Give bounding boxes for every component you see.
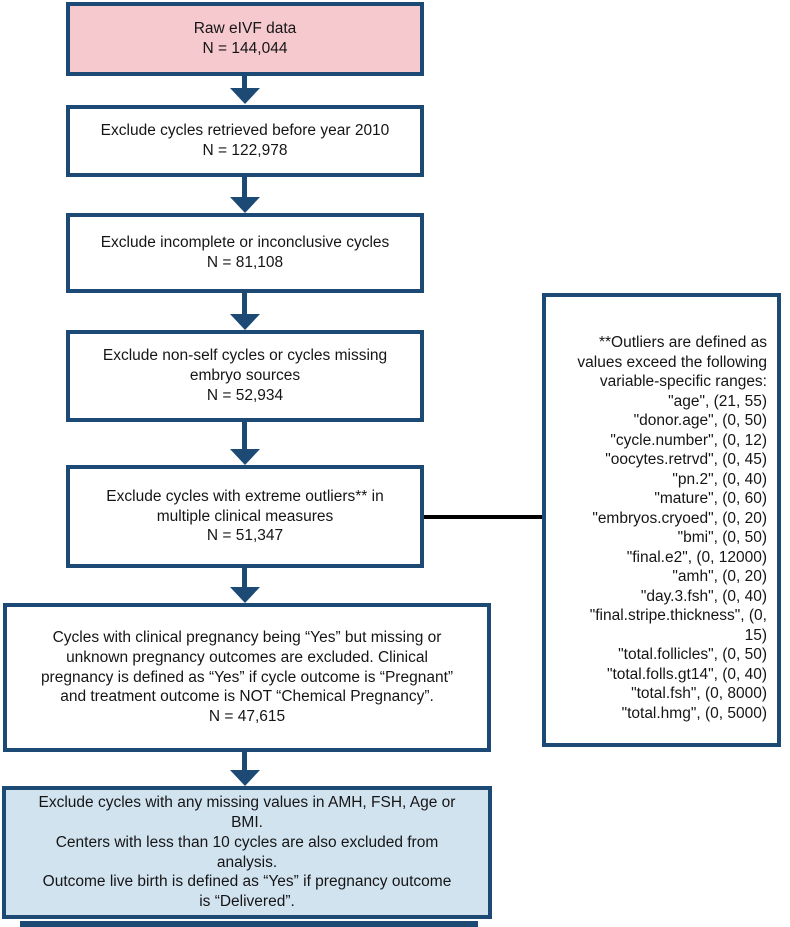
note-line: "cycle.number", (0, 12) [610, 431, 767, 449]
note-line: **Outliers are defined as [598, 334, 767, 351]
note-line: "total.folls.gt14", (0, 40) [606, 665, 767, 683]
box-text-line: Raw eIVF data [193, 20, 297, 38]
note-line: "donor.age", (0, 50) [633, 412, 767, 429]
box-text-line: embryo sources [189, 367, 301, 385]
arrow-down-icon [230, 568, 260, 603]
box-text-line: Cycles with clinical pregnancy being “Ye… [52, 629, 442, 646]
arrow-down-icon [230, 177, 260, 213]
note-line: "final.e2", (0, 12000) [626, 548, 767, 566]
note-line: "total.hmg", (0, 5000) [621, 704, 767, 722]
box-text-line: Exclude cycles with extreme outliers** i… [106, 487, 384, 505]
note-line: "day.3.fsh", (0, 40) [640, 587, 767, 605]
box-count-line: N = 122,978 [202, 142, 288, 159]
box-count-line: N = 47,615 [208, 708, 286, 726]
box-count-line: N = 81,108 [206, 254, 284, 271]
note-line: "total.follicles", (0, 50) [618, 646, 767, 663]
note-line: "embryos.cryoed", (0, 20) [592, 509, 767, 527]
flow-box-exclude-missing-outcomes: Cycles with clinical pregnancy being “Ye… [3, 603, 491, 752]
box-text-line: analysis. [216, 853, 278, 871]
arrow-down-icon [230, 76, 260, 104]
arrow-down-icon [230, 293, 260, 330]
note-line: values exceed the following [577, 353, 767, 371]
box-text-line: Centers with less than 10 cycles are als… [55, 833, 439, 851]
box-text-line: pregnancy is defined as “Yes” if cycle o… [40, 668, 454, 686]
note-line: "bmi", (0, 50) [677, 529, 767, 546]
flow-box-exclude-incomplete: Exclude incomplete or inconclusive cycle… [66, 213, 424, 293]
box-text-line: and treatment outcome is NOT “Chemical P… [60, 688, 434, 706]
note-line: "pn.2", (0, 40) [672, 470, 767, 488]
box-text-line: Exclude non-self cycles or cycles missin… [102, 347, 388, 365]
box-text-line: BMI. [231, 813, 263, 831]
box-text-line: Outcome live birth is defined as “Yes” i… [42, 873, 452, 891]
box-text-line: multiple clinical measures [156, 507, 334, 525]
box-text-line: Exclude cycles with any missing values i… [38, 794, 456, 812]
flow-box-final-exclusions: Exclude cycles with any missing values i… [2, 786, 492, 919]
box-text-line: Exclude incomplete or inconclusive cycle… [100, 234, 390, 252]
flow-box-raw-data: Raw eIVF data N = 144,044 [66, 2, 424, 76]
box-count-line: N = 52,934 [206, 386, 284, 404]
arrow-down-icon [230, 752, 260, 786]
outlier-note-box: **Outliers are defined as values exceed … [542, 293, 781, 747]
note-line: variable-specific ranges: [599, 373, 767, 390]
note-line: 15) [744, 626, 767, 644]
note-line: "age", (21, 55) [668, 392, 767, 410]
box-text-line: Exclude cycles retrieved before year 201… [100, 122, 390, 140]
note-line: "oocytes.retrvd", (0, 45) [605, 451, 767, 468]
box-text-line: unknown pregnancy outcomes are excluded.… [66, 648, 428, 666]
clipped-next-box-edge [20, 921, 478, 927]
flow-box-exclude-outliers: Exclude cycles with extreme outliers** i… [66, 465, 424, 568]
note-line: "total.fsh", (0, 8000) [631, 685, 767, 702]
box-count-line: N = 144,044 [202, 40, 288, 57]
connector-line [424, 515, 542, 519]
note-line: "amh", (0, 20) [672, 568, 767, 585]
note-line: "final.stripe.thickness", (0, [589, 607, 767, 624]
box-count-line: N = 51,347 [206, 527, 284, 545]
arrow-down-icon [230, 422, 260, 465]
flow-box-exclude-non-self: Exclude non-self cycles or cycles missin… [66, 330, 424, 422]
flow-box-exclude-before-2010: Exclude cycles retrieved before year 201… [66, 105, 424, 177]
box-text-line: is “Delivered”. [199, 893, 295, 911]
note-line: "mature", (0, 60) [654, 490, 767, 507]
